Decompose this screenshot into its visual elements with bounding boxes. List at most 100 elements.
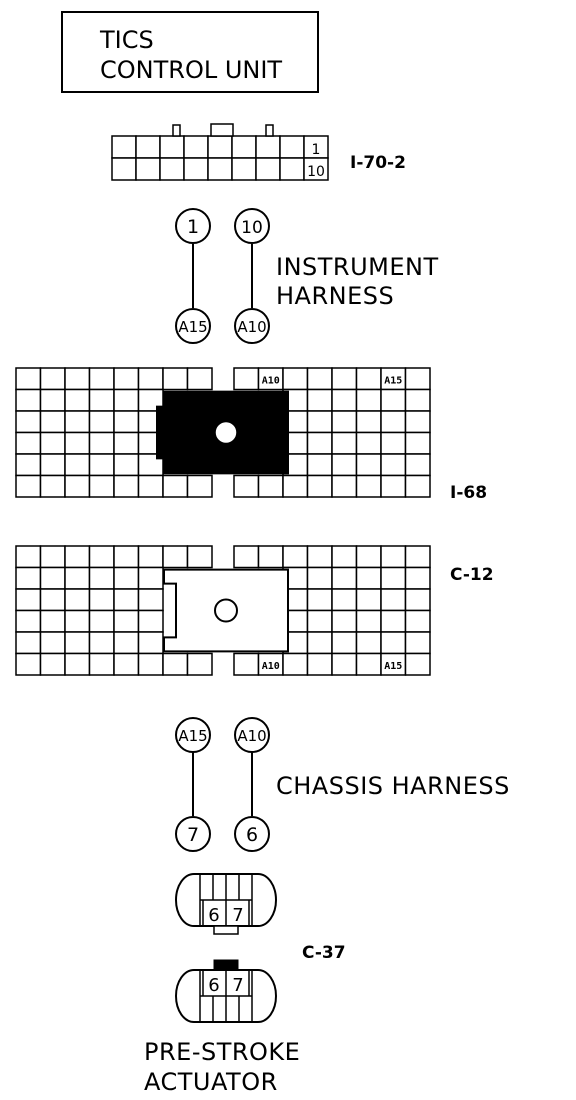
connector-cell [15,545,42,569]
connector-cell [88,367,115,391]
connector-cell [404,566,431,590]
c37-pin-label: 7 [232,905,243,926]
connector-cell [404,453,431,477]
connector-cell [159,135,185,159]
instrument-wire-1: 1 A15 [175,208,211,344]
connector-cell [233,367,260,391]
housing-hole [214,598,238,623]
wire-pin-label: 7 [187,824,199,846]
connector-cell [303,157,329,181]
connector-cell [255,157,281,181]
connector-cell [279,157,305,181]
chassis-wire-a15: A15 7 [175,717,211,852]
connector-cell [282,652,309,676]
connector-cell [15,453,42,477]
connector-cell [331,388,358,412]
connector-cell [255,135,281,159]
connector-cell [279,135,305,159]
connector-cell [306,588,333,612]
connector-cell [404,474,431,498]
wire-pin-label: 10 [241,218,263,238]
connector-cell [306,410,333,434]
connector-cell [355,566,382,590]
connector-cell [331,566,358,590]
connector-cell [380,631,407,655]
connector-cell [113,453,140,477]
connector-cell [186,545,213,569]
connector-cell-label: A10 [262,376,280,387]
connector-cell [183,157,209,181]
connector-cell [162,367,189,391]
connector-cell [64,474,91,498]
connector-cell [162,474,189,498]
connector-cell [233,474,260,498]
connector-cell [88,652,115,676]
connector-cell [88,431,115,455]
connector-cell [186,652,213,676]
connector-cell [159,157,185,181]
connector-cell [64,609,91,633]
connector-cell [137,367,164,391]
connector-cell [380,566,407,590]
chassis-harness-label: CHASSIS HARNESS [276,772,510,800]
connector-cell [380,588,407,612]
connector-cell [64,588,91,612]
connector-cell [355,388,382,412]
connector-cell [355,652,382,676]
connector-cell [135,157,161,181]
connector-cell [380,388,407,412]
connector-cell [15,431,42,455]
connector-cell [355,453,382,477]
connector-cell [306,431,333,455]
connector-cell [88,410,115,434]
connector-cell [15,566,42,590]
connector-cell [404,545,431,569]
connector-cell [306,474,333,498]
connector-cell [15,388,42,412]
connector-cell [404,631,431,655]
connector-i70-2-label: I-70-2 [350,153,406,173]
connector-cell [39,410,66,434]
instrument-harness-label-line1: INSTRUMENT [276,253,439,281]
connector-cell [306,367,333,391]
connector-cell [111,157,137,181]
actuator-label-line1: PRE-STROKE [144,1038,300,1066]
connector-cell [380,431,407,455]
instrument-wire-10: 10 A10 [234,208,270,344]
connector-cell [306,631,333,655]
connector-c37-harness: 6 7 [175,873,277,935]
housing-hole [214,420,238,445]
connector-cell [404,388,431,412]
connector-cell [331,588,358,612]
connector-cell [183,135,209,159]
connector-cell [331,631,358,655]
connector-cell [355,609,382,633]
connector-cell [380,453,407,477]
connector-cell [306,388,333,412]
connector-cell [64,453,91,477]
connector-cell [39,588,66,612]
connector-cell [355,410,382,434]
control-unit-title-line1: TICS [99,26,154,54]
c37-pin-label: 6 [208,975,219,996]
connector-cell [355,474,382,498]
connector-cell [306,566,333,590]
connector-cell [113,652,140,676]
connector-cell [282,474,309,498]
connector-c12-label: C-12 [450,565,494,585]
connector-cell [331,431,358,455]
wire-pin-label: A10 [237,318,266,336]
connector-cell [113,545,140,569]
connector-cell [355,588,382,612]
connector-cell [331,453,358,477]
connector-cell [39,631,66,655]
connector-cell [113,631,140,655]
connector-cell [39,367,66,391]
connector-cell [39,474,66,498]
connector-cell [404,431,431,455]
connector-cell [137,588,164,612]
connector-cell [231,135,257,159]
